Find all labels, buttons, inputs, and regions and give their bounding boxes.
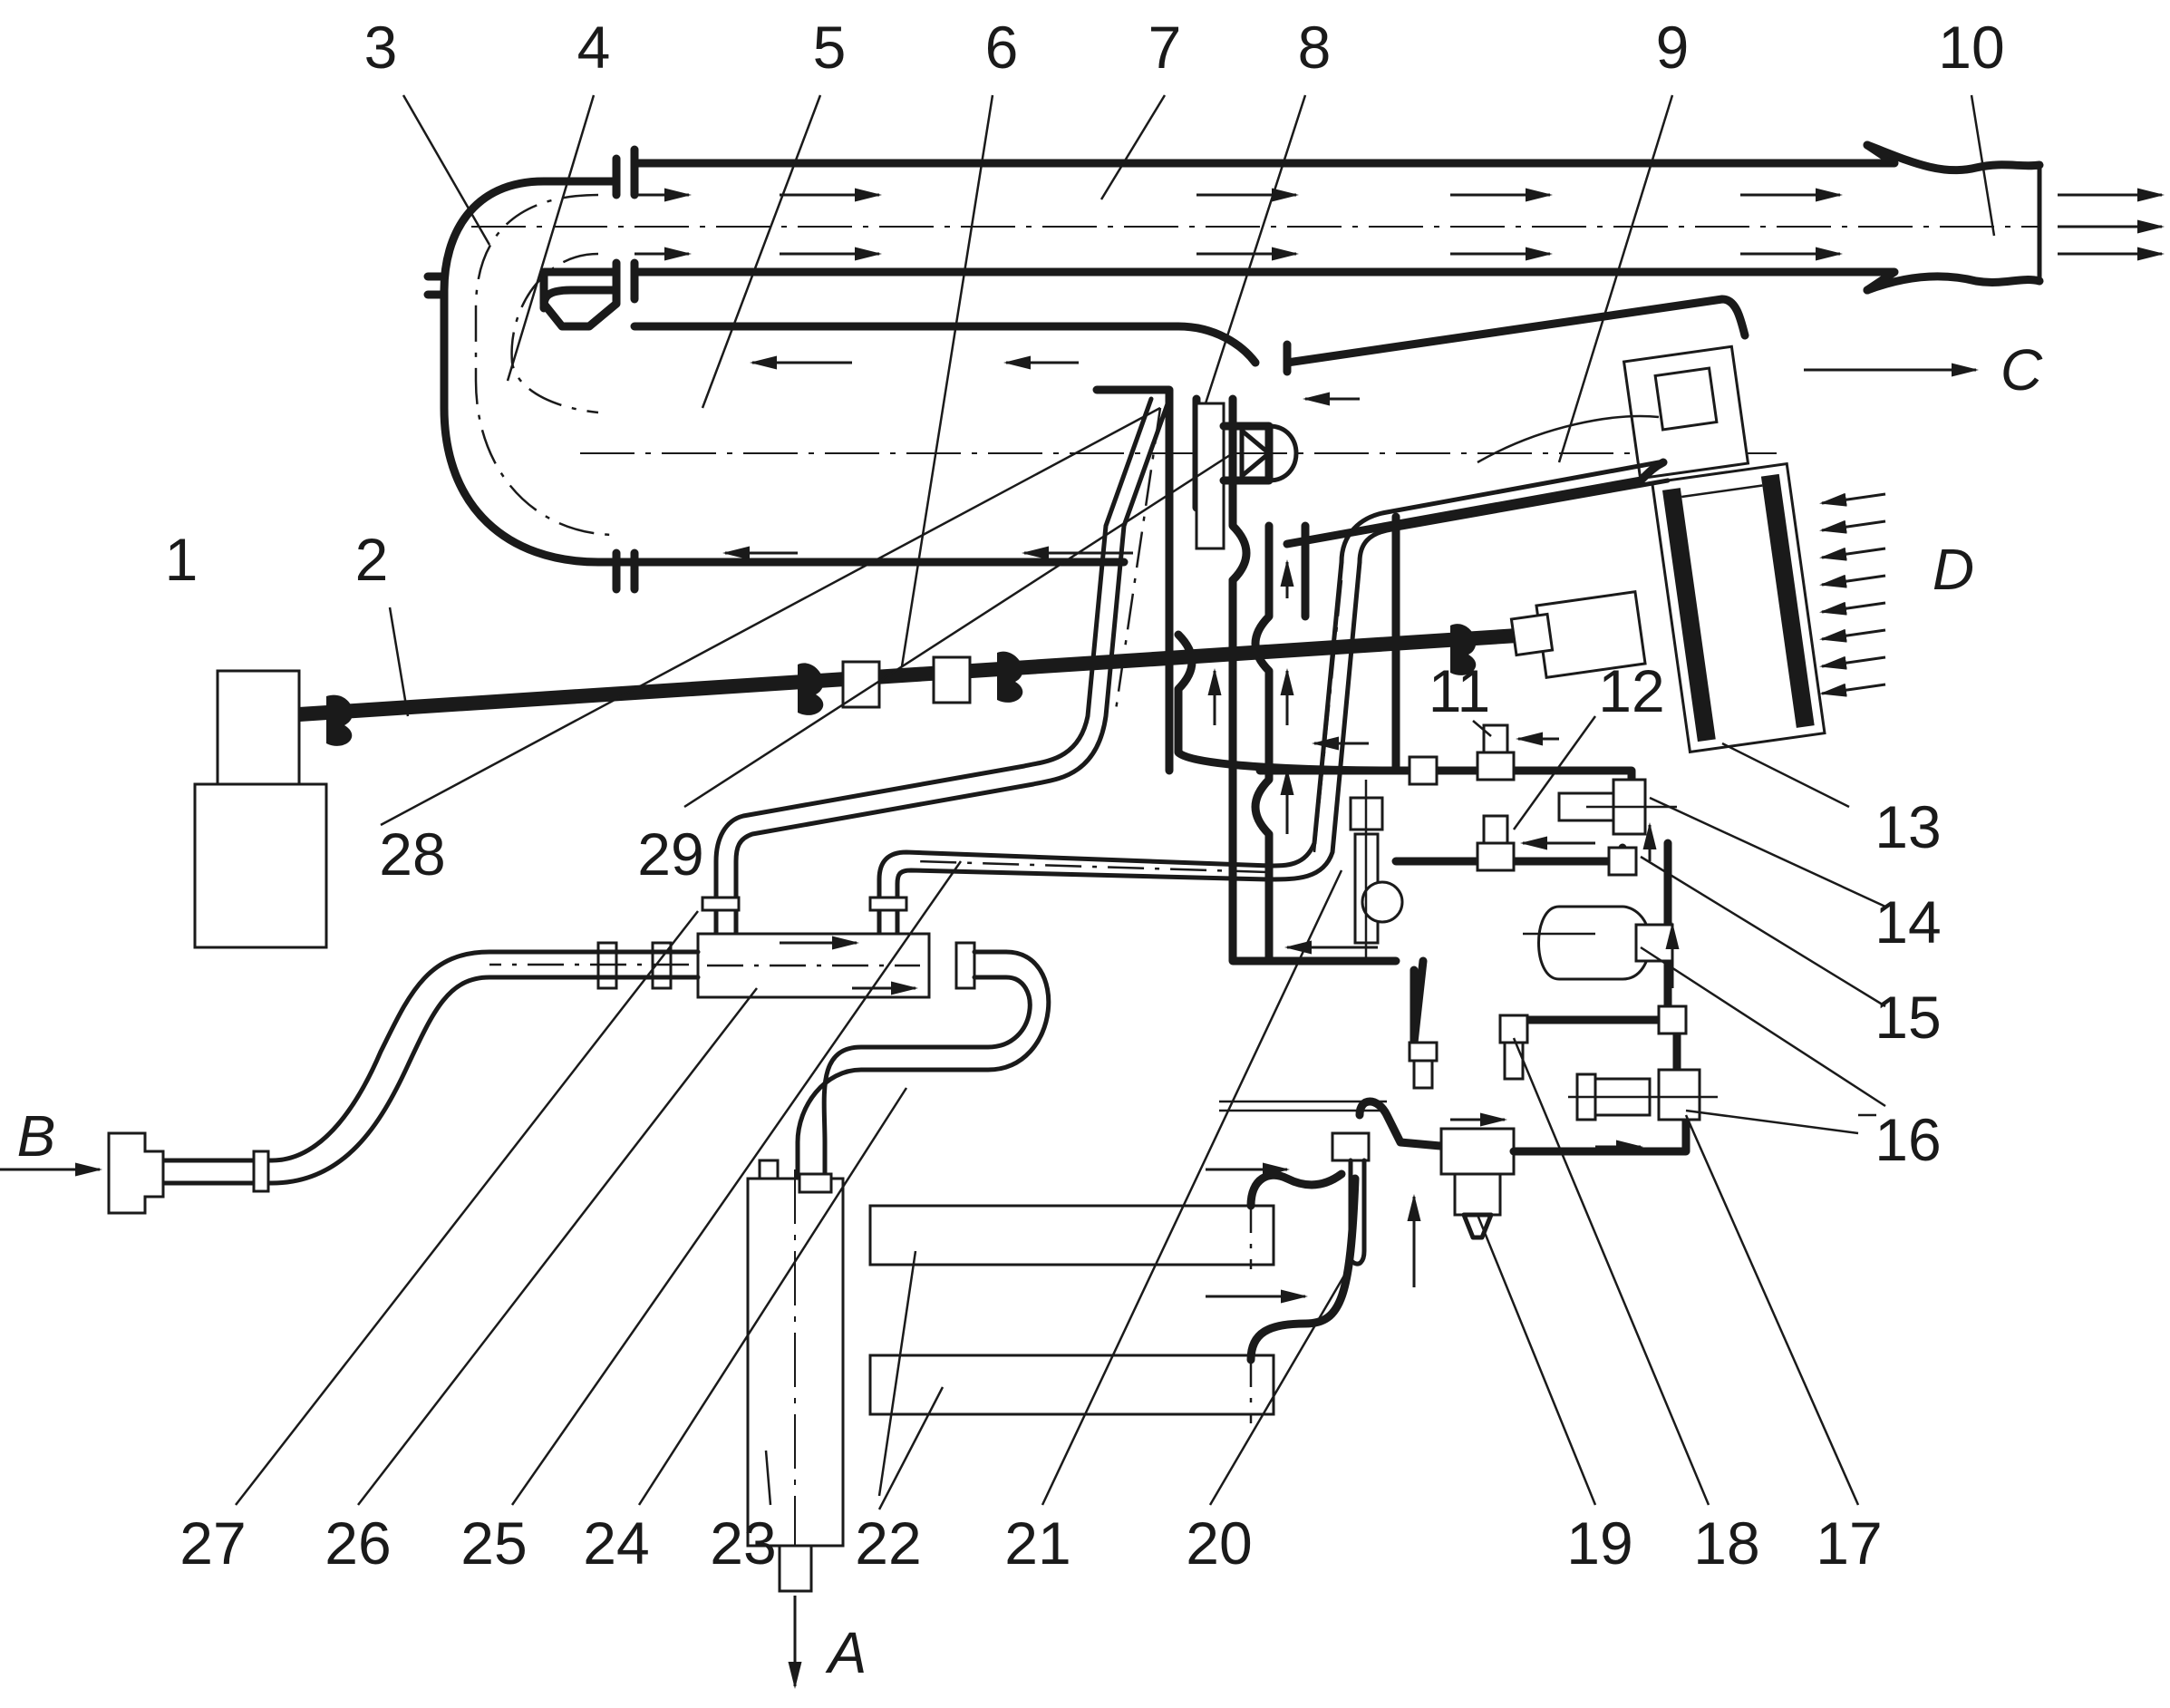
component-8 [1195,402,1299,550]
label-7: 7 [1148,14,1182,81]
label-29: 29 [637,820,703,888]
label-14: 14 [1875,888,1941,956]
component-20 [1219,1097,1455,1266]
label-23: 23 [710,1509,776,1577]
label-8: 8 [1298,14,1332,81]
label-6: 6 [985,14,1019,81]
label-5: 5 [813,14,847,81]
label-13: 13 [1875,793,1941,860]
label-22: 22 [855,1509,921,1577]
component-23-filter [746,1159,845,1689]
label-4: 4 [577,14,611,81]
label-20: 20 [1186,1509,1252,1577]
label-3: 3 [364,14,398,81]
control-lines [1092,385,1428,1047]
label-9: 9 [1656,14,1690,81]
label-12: 12 [1598,657,1664,724]
label-2: 2 [355,526,389,593]
pipe-bend-24 [795,949,1051,1181]
vertical-flow-arrows [1207,559,1421,1287]
label-17: 17 [1816,1509,1882,1577]
label-11: 11 [1429,657,1491,724]
flow-letters: A B C D [17,337,2043,1685]
component-22-bars [868,1162,1360,1423]
inlet-b-pipe [107,949,701,1215]
flow-label-c: C [2000,337,2043,403]
component-13-intake [1509,345,1826,754]
flow-label-d: D [1933,537,1974,602]
flow-label-a: A [825,1620,867,1685]
part-labels: 1 2 3 4 5 6 7 8 9 10 11 12 13 14 15 16 1… [165,14,2005,1577]
label-1: 1 [165,526,199,593]
component-1-engine [193,669,328,949]
label-25: 25 [460,1509,527,1577]
label-19: 19 [1566,1509,1632,1577]
double-pipes [713,396,1362,964]
leader-lines [235,94,1996,1510]
label-21: 21 [1004,1509,1070,1577]
label-16: 16 [1875,1106,1941,1173]
shaft-2 [298,624,1533,746]
label-26: 26 [325,1509,391,1577]
label-27: 27 [179,1509,246,1577]
flow-label-b: B [17,1103,56,1169]
valve-cluster [1255,723,1718,1121]
label-24: 24 [583,1509,649,1577]
intake-arrows-d [1819,492,1886,697]
label-28: 28 [379,820,445,888]
label-18: 18 [1693,1509,1759,1577]
label-10: 10 [1938,14,2004,81]
flow-arrows-duct [635,188,2165,560]
label-15: 15 [1875,984,1941,1051]
line-9 [1283,414,1671,565]
component-26-chamber [596,896,976,999]
component-19 [1439,1111,1690,1240]
